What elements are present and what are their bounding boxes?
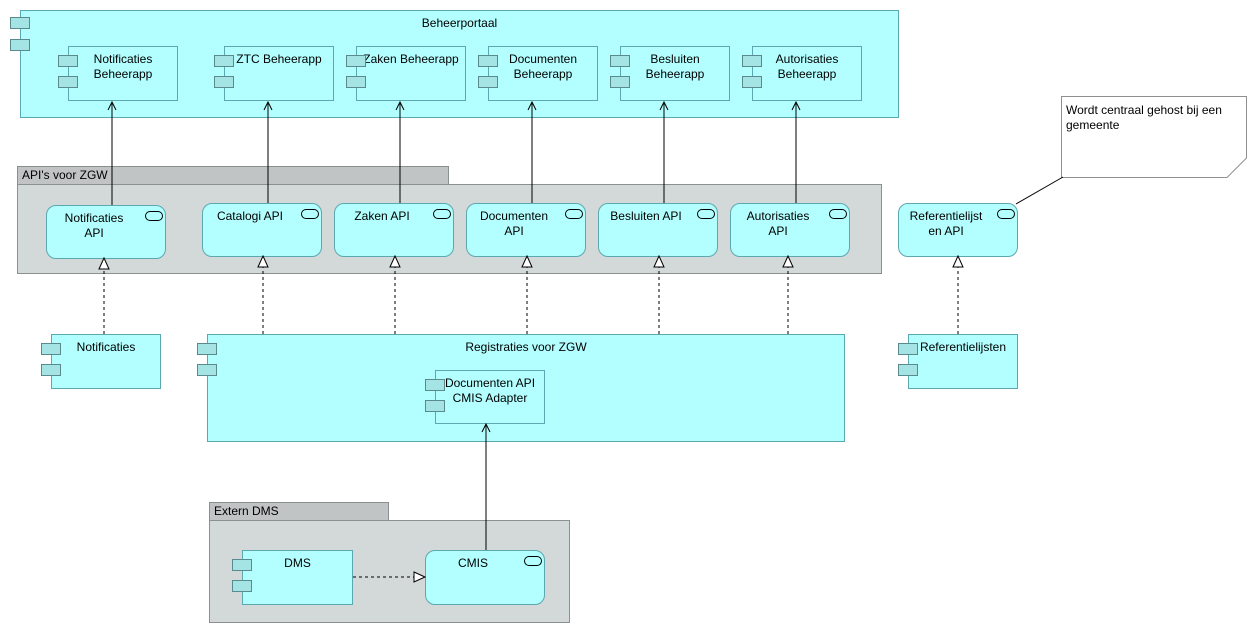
documenten-beheerapp-label: Documenten Beheerapp bbox=[508, 52, 578, 81]
notificaties-api[interactable]: Notificaties API bbox=[46, 205, 166, 259]
component-icon bbox=[898, 343, 918, 355]
component-icon bbox=[58, 55, 78, 67]
component-icon bbox=[41, 364, 61, 376]
component-icon bbox=[898, 364, 918, 376]
autorisaties-beheerapp[interactable]: Autorisaties Beheerapp bbox=[752, 46, 862, 101]
component-icon bbox=[610, 76, 630, 88]
catalogi-api-label: Catalogi API bbox=[216, 209, 284, 223]
autorisaties-beheerapp-label: Autorisaties Beheerapp bbox=[775, 52, 839, 81]
service-icon bbox=[524, 556, 542, 566]
besluiten-api-label: Besluiten API bbox=[610, 209, 682, 223]
component-icon bbox=[742, 76, 762, 88]
zaken-beheerapp[interactable]: Zaken Beheerapp bbox=[356, 46, 466, 101]
component-icon bbox=[478, 55, 498, 67]
service-icon bbox=[697, 209, 715, 219]
apis-group-tab: API's voor ZGW bbox=[17, 166, 449, 185]
component-icon bbox=[10, 39, 30, 51]
component-icon bbox=[425, 379, 445, 391]
notificaties-beheerapp[interactable]: Notificaties Beheerapp bbox=[68, 46, 178, 101]
component-icon bbox=[232, 559, 252, 571]
service-icon bbox=[997, 209, 1015, 219]
ztc-beheerapp-label: ZTC Beheerapp bbox=[236, 52, 322, 66]
component-icon bbox=[346, 55, 366, 67]
documenten-api-cmis-adapter[interactable]: Documenten API CMIS Adapter bbox=[435, 370, 545, 424]
component-icon bbox=[232, 580, 252, 592]
note-text: Wordt centraal gehost bij een gemeente bbox=[1066, 103, 1222, 132]
component-icon bbox=[610, 55, 630, 67]
notificaties-label: Notificaties bbox=[76, 340, 136, 354]
component-icon bbox=[10, 17, 30, 29]
zaken-api[interactable]: Zaken API bbox=[334, 203, 454, 257]
ztc-beheerapp[interactable]: ZTC Beheerapp bbox=[224, 46, 334, 101]
documenten-api[interactable]: Documenten API bbox=[466, 203, 586, 257]
component-icon bbox=[425, 400, 445, 412]
cmis-label: CMIS bbox=[458, 556, 488, 570]
dms-component[interactable]: DMS bbox=[242, 550, 353, 605]
notificaties-beheerapp-label: Notificaties Beheerapp bbox=[93, 52, 153, 81]
note-connector bbox=[1015, 176, 1064, 205]
catalogi-api[interactable]: Catalogi API bbox=[202, 203, 322, 257]
apis-group-title: API's voor ZGW bbox=[22, 168, 108, 182]
dms-label: DMS bbox=[284, 556, 311, 570]
zaken-api-label: Zaken API bbox=[354, 209, 410, 223]
documenten-beheerapp[interactable]: Documenten Beheerapp bbox=[488, 46, 598, 101]
besluiten-beheerapp-label: Besluiten Beheerapp bbox=[645, 52, 705, 81]
component-icon bbox=[346, 76, 366, 88]
cmis-service[interactable]: CMIS bbox=[425, 550, 545, 605]
extern-dms-tab: Extern DMS bbox=[209, 502, 389, 521]
registraties-title: Registraties voor ZGW bbox=[465, 340, 587, 354]
besluiten-api[interactable]: Besluiten API bbox=[598, 203, 718, 257]
documenten-api-label: Documenten API bbox=[479, 209, 549, 238]
note-shape bbox=[1061, 96, 1247, 178]
component-icon bbox=[478, 76, 498, 88]
referentielijst-api[interactable]: Referentielijst en API bbox=[898, 203, 1018, 257]
component-icon bbox=[41, 343, 61, 355]
service-icon bbox=[301, 209, 319, 219]
notificaties-component[interactable]: Notificaties bbox=[51, 334, 161, 389]
beheerportaal-title: Beheerportaal bbox=[421, 16, 498, 30]
referentielijst-api-label: Referentielijst en API bbox=[909, 209, 983, 238]
referentielijsten-component[interactable]: Referentielijsten bbox=[908, 334, 1018, 389]
extern-dms-title: Extern DMS bbox=[214, 504, 279, 518]
component-icon bbox=[197, 343, 217, 355]
service-icon bbox=[433, 209, 451, 219]
notificaties-api-label: Notificaties API bbox=[64, 211, 124, 240]
referentielijsten-label: Referentielijsten bbox=[919, 340, 1007, 354]
cmis-adapter-label: Documenten API CMIS Adapter bbox=[444, 376, 536, 405]
service-icon bbox=[565, 209, 583, 219]
autorisaties-api-label: Autorisaties API bbox=[746, 209, 810, 238]
component-icon bbox=[214, 55, 234, 67]
component-icon bbox=[197, 364, 217, 376]
service-icon bbox=[829, 209, 847, 219]
component-icon bbox=[58, 76, 78, 88]
zaken-beheerapp-label: Zaken Beheerapp bbox=[363, 52, 459, 66]
component-icon bbox=[742, 55, 762, 67]
besluiten-beheerapp[interactable]: Besluiten Beheerapp bbox=[620, 46, 730, 101]
component-icon bbox=[214, 76, 234, 88]
autorisaties-api[interactable]: Autorisaties API bbox=[730, 203, 850, 257]
service-icon bbox=[145, 211, 163, 221]
